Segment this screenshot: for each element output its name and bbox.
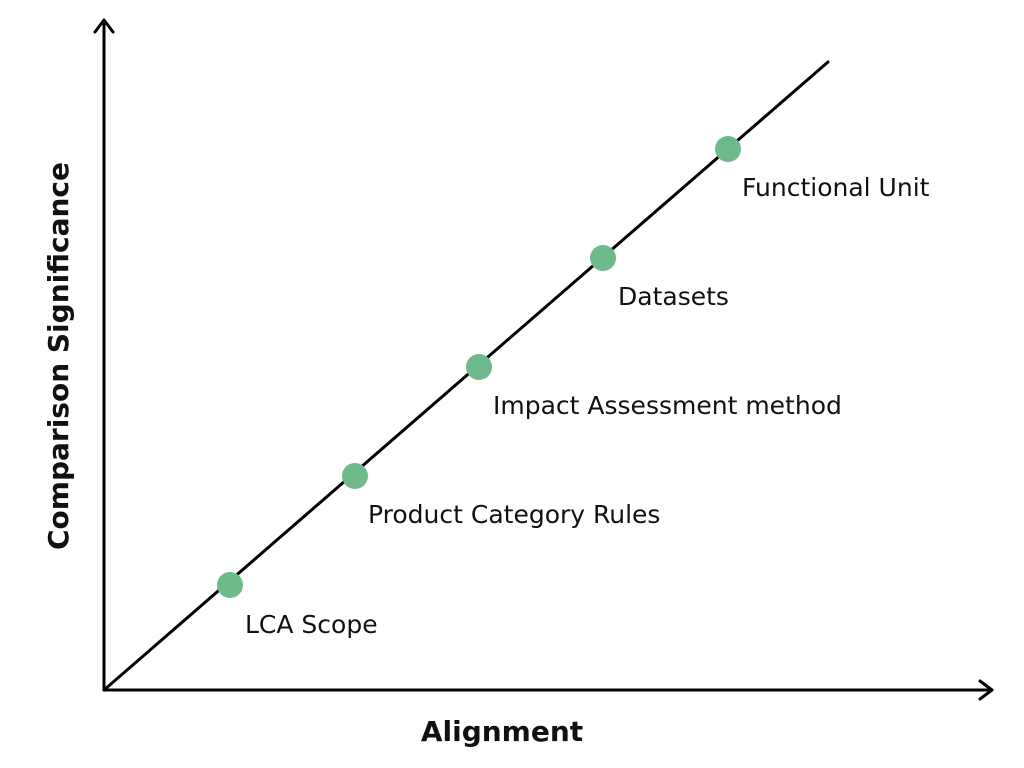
- y-axis-arrowhead: [93, 18, 115, 34]
- point-label: Datasets: [618, 282, 729, 311]
- point-marker: [342, 463, 368, 489]
- x-axis-arrowhead: [978, 679, 994, 701]
- point-label: Functional Unit: [742, 173, 930, 202]
- point-marker: [466, 354, 492, 380]
- point-label: Impact Assessment method: [493, 391, 842, 420]
- point-marker: [217, 572, 243, 598]
- point-datasets: Datasets: [590, 245, 729, 311]
- point-label: Product Category Rules: [368, 500, 660, 529]
- y-axis-title: Comparison Significance: [42, 162, 75, 550]
- point-label: LCA Scope: [245, 610, 378, 639]
- point-functional-unit: Functional Unit: [715, 136, 930, 202]
- point-product-category-rules: Product Category Rules: [342, 463, 660, 529]
- x-axis-title: Alignment: [421, 715, 583, 748]
- axes: [93, 18, 994, 701]
- point-marker: [715, 136, 741, 162]
- point-lca-scope: LCA Scope: [217, 572, 378, 639]
- point-marker: [590, 245, 616, 271]
- point-impact-assessment-method: Impact Assessment method: [466, 354, 842, 420]
